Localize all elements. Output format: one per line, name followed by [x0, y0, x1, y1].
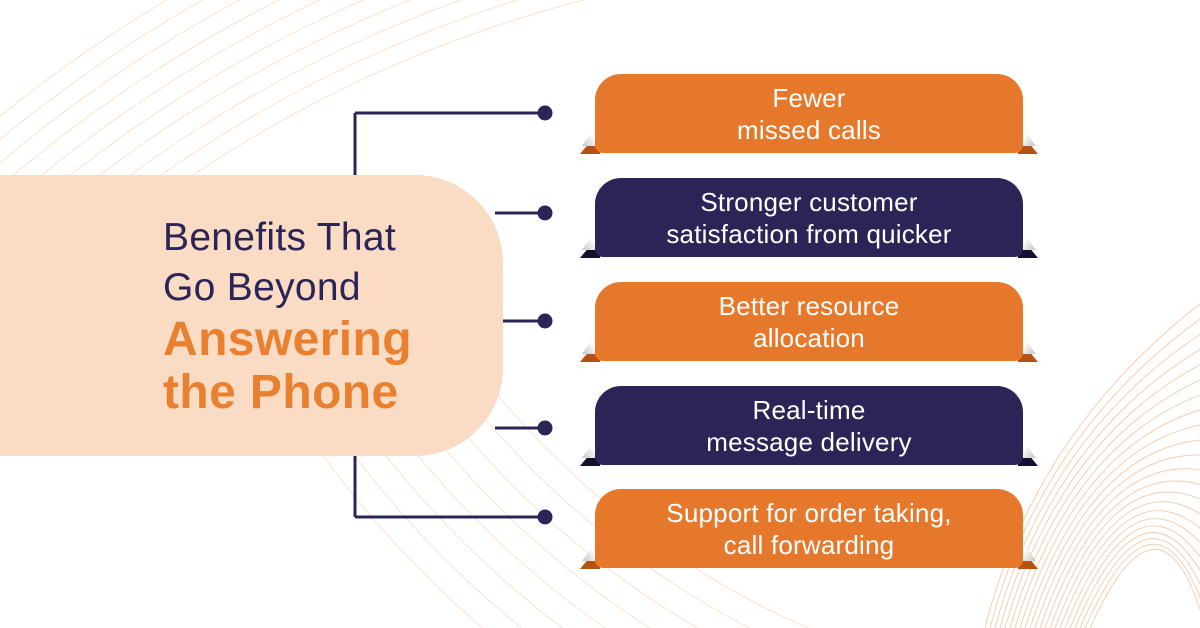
benefit-card-body: Real-time message delivery: [595, 386, 1023, 465]
benefit-card-4: Real-time message delivery: [580, 386, 1038, 466]
card-text-line: Stronger customer: [700, 186, 918, 217]
card-text-line: message delivery: [706, 426, 912, 457]
title-line-2: Go Beyond: [163, 266, 361, 309]
benefit-card-3: Better resource allocation: [580, 282, 1038, 362]
card-text-line: satisfaction from quicker: [666, 218, 952, 249]
bottom-right-string-fan: [984, 303, 1200, 628]
connector-dot: [537, 105, 553, 121]
benefit-card-body: Fewer missed calls: [595, 74, 1023, 153]
card-text-line: allocation: [753, 322, 865, 353]
card-text-line: call forwarding: [723, 529, 895, 560]
benefit-card-body: Stronger customer satisfaction from quic…: [595, 178, 1023, 257]
connector-dot: [537, 205, 553, 221]
card-text-line: Support for order taking,: [666, 497, 952, 528]
card-text-line: Better resource: [718, 290, 900, 321]
page-title: Benefits That Go Beyond Answering the Ph…: [163, 213, 412, 419]
title-line-3: Answering: [163, 313, 412, 366]
card-text-line: missed calls: [737, 114, 881, 145]
benefit-card-5: Support for order taking, call forwardin…: [580, 489, 1038, 569]
benefit-card-2: Stronger customer satisfaction from quic…: [580, 178, 1038, 258]
benefit-card-1: Fewer missed calls: [580, 74, 1038, 154]
benefit-card-body: Better resource allocation: [595, 282, 1023, 361]
card-text-line: Fewer: [772, 82, 846, 113]
title-line-4: the Phone: [163, 366, 399, 419]
connector-dot: [537, 509, 553, 525]
benefit-card-body: Support for order taking, call forwardin…: [595, 489, 1023, 568]
title-line-1: Benefits That: [163, 216, 396, 259]
card-text-line: Real-time: [752, 394, 866, 425]
connector-dot: [537, 313, 553, 329]
title-panel: Benefits That Go Beyond Answering the Ph…: [0, 175, 503, 456]
connector-dot: [537, 420, 553, 436]
